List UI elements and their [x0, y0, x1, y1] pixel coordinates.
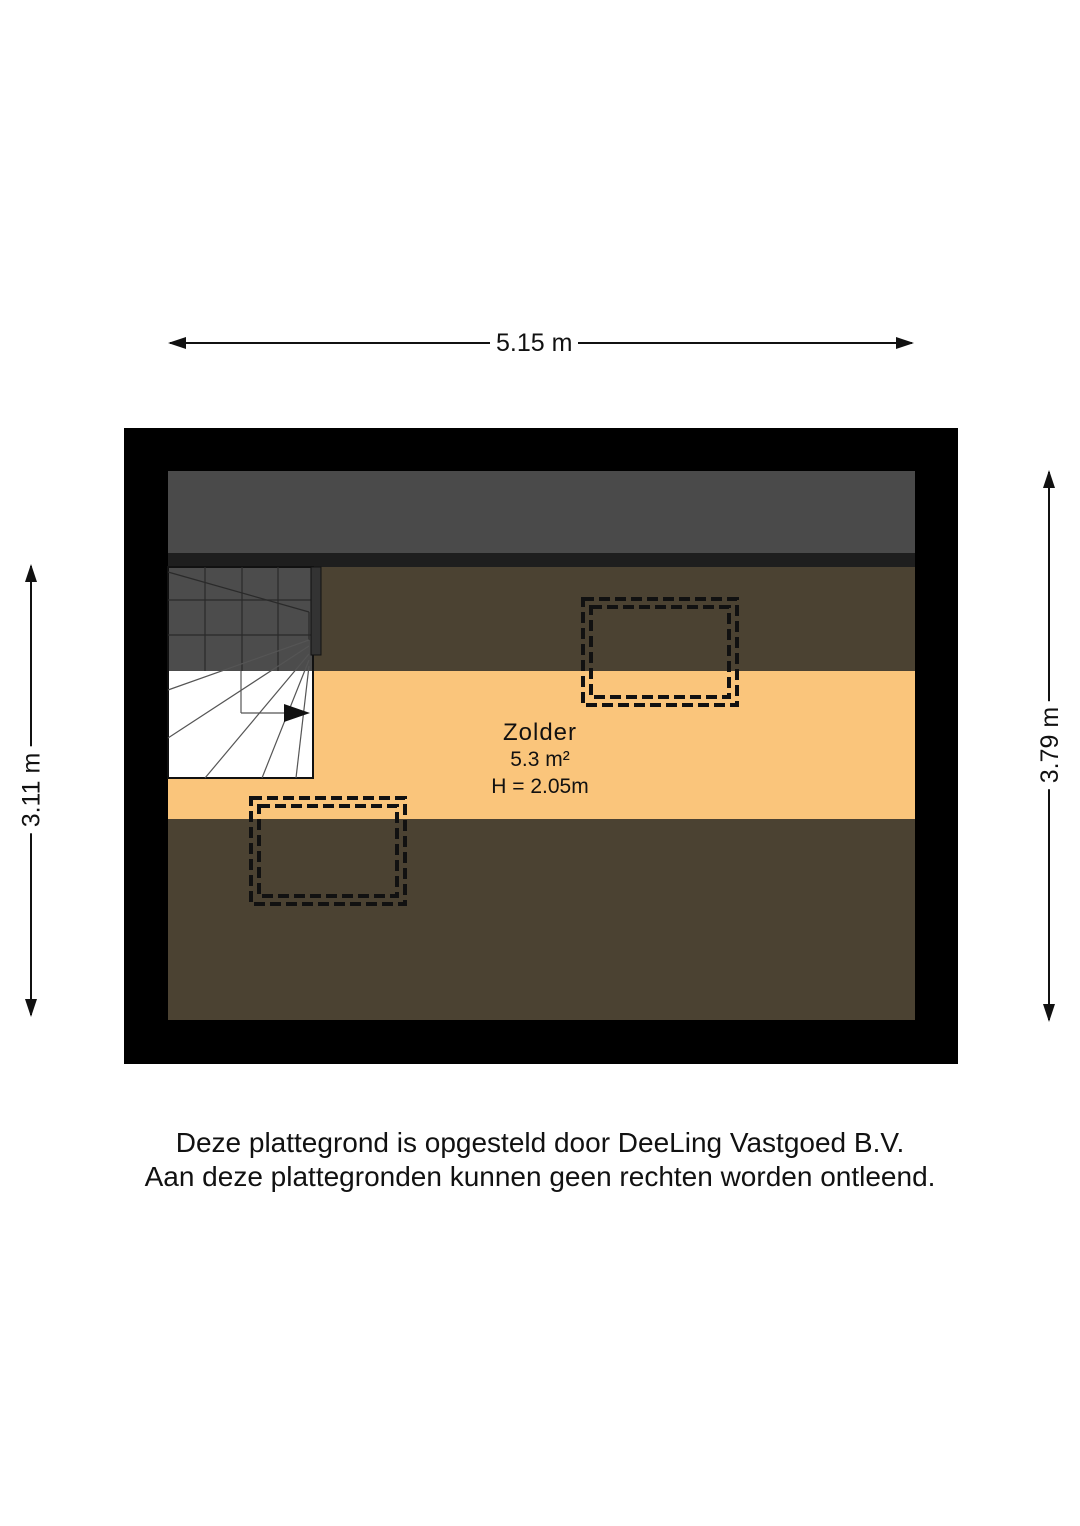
staircase: [167, 566, 322, 779]
stair-direction-arrow: [284, 704, 310, 722]
roof-band: [168, 471, 915, 553]
disclaimer-line-1: Deze plattegrond is opgesteld door DeeLi…: [175, 1127, 905, 1158]
room-height: H = 2.05m: [491, 775, 589, 798]
width-dimension-label: 5.15 m: [490, 328, 579, 358]
stair-railing: [310, 566, 322, 656]
low-ceiling-zone-bottom: [168, 819, 915, 1020]
room-name: Zolder: [502, 719, 578, 746]
right-height-dimension-label: 3.79 m: [1035, 700, 1066, 790]
skylight-top-right: [581, 597, 739, 707]
room-area: 5.3 m²: [510, 748, 570, 771]
disclaimer-line-2: Aan deze plattegronden kunnen geen recht…: [144, 1161, 936, 1192]
left-height-dimension-label: 3.11 m: [16, 746, 47, 834]
roof-band-edge: [168, 553, 915, 567]
skylight-bottom-left: [249, 796, 407, 906]
